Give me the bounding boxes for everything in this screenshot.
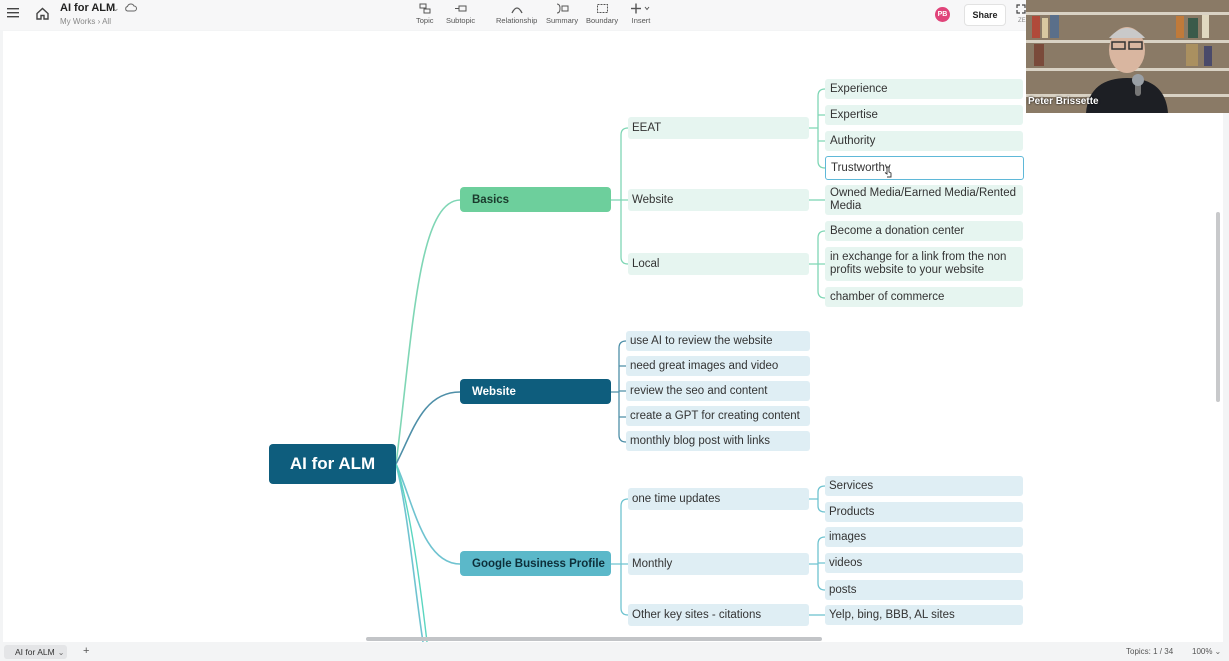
leaf-expertise[interactable]: Expertise bbox=[825, 105, 1023, 125]
subtopic-monthly[interactable]: Monthly bbox=[628, 553, 809, 575]
leaf-posts[interactable]: posts bbox=[825, 580, 1023, 600]
leaf-create-gpt[interactable]: create a GPT for creating content bbox=[626, 406, 810, 426]
topic-website[interactable]: Website bbox=[460, 379, 611, 404]
topic-google-business-profile[interactable]: Google Business Profile bbox=[460, 551, 611, 576]
leaf-authority[interactable]: Authority bbox=[825, 131, 1023, 151]
zoom-level[interactable]: 100%⌄ bbox=[1192, 647, 1221, 656]
topics-count: Topics: 1 / 34 bbox=[1126, 647, 1174, 656]
leaf-services[interactable]: Services bbox=[825, 476, 1023, 496]
leaf-experience[interactable]: Experience bbox=[825, 79, 1023, 99]
subtopic-website[interactable]: Website bbox=[628, 189, 809, 211]
cloud-icon bbox=[125, 3, 137, 12]
zen-mode-icon[interactable] bbox=[1016, 4, 1026, 14]
summary-button[interactable]: Summary bbox=[546, 3, 578, 25]
subtopic-icon bbox=[454, 5, 467, 12]
summary-icon bbox=[557, 3, 569, 14]
leaf-owned-media[interactable]: Owned Media/Earned Media/Rented Media bbox=[825, 185, 1023, 215]
leaf-review-website[interactable]: use AI to review the website bbox=[626, 331, 810, 351]
boundary-label: Boundary bbox=[586, 16, 619, 25]
chevron-down-icon: ⌄ bbox=[57, 648, 65, 657]
insert-label: Insert bbox=[631, 16, 651, 25]
participant-video-icon bbox=[1032, 15, 1212, 113]
relationship-label: Relationship bbox=[496, 16, 538, 25]
leaf-images[interactable]: images bbox=[825, 527, 1023, 547]
topic-label: Topic bbox=[416, 16, 434, 25]
chevron-down-icon: ⌄ bbox=[1214, 647, 1222, 656]
zoom-value: 100% bbox=[1192, 647, 1213, 656]
status-bar bbox=[0, 642, 1229, 661]
horizontal-scrollbar[interactable] bbox=[366, 637, 822, 641]
mouse-cursor-icon bbox=[884, 166, 892, 178]
summary-label: Summary bbox=[546, 16, 579, 25]
video-call-tile: Peter Brissette bbox=[1026, 0, 1229, 113]
relationship-icon bbox=[511, 7, 523, 14]
home-icon[interactable] bbox=[36, 7, 49, 20]
relationship-button[interactable]: Relationship bbox=[496, 3, 537, 25]
subtopic-eeat[interactable]: EEAT bbox=[628, 117, 809, 139]
participant-name: Peter Brissette bbox=[1028, 96, 1099, 107]
subtopic-one-time-updates[interactable]: one time updates bbox=[628, 488, 809, 510]
add-sheet-button[interactable]: + bbox=[83, 645, 90, 657]
bookshelf bbox=[1026, 12, 1229, 15]
zen-mode-label: ZE bbox=[1018, 18, 1026, 24]
subtopic-local[interactable]: Local bbox=[628, 253, 809, 275]
subtopic-citations[interactable]: Other key sites - citations bbox=[628, 604, 809, 626]
leaf-chamber-of-commerce[interactable]: chamber of commerce bbox=[825, 287, 1023, 307]
menu-icon[interactable] bbox=[7, 7, 19, 18]
leaf-donation-center[interactable]: Become a donation center bbox=[825, 221, 1023, 241]
leaf-monthly-blog[interactable]: monthly blog post with links bbox=[626, 431, 810, 451]
sheet-tab[interactable]: AI for ALM⌄ bbox=[4, 645, 67, 659]
leaf-yelp-bing-bbb[interactable]: Yelp, bing, BBB, AL sites bbox=[825, 605, 1023, 625]
mindmap-canvas[interactable]: AI for ALM Basics EEAT Website Local Exp… bbox=[3, 31, 1223, 642]
document-title[interactable]: AI for ALM bbox=[60, 2, 116, 14]
subtopic-button[interactable]: Subtopic bbox=[446, 3, 475, 25]
insert-button[interactable]: Insert bbox=[630, 3, 652, 25]
leaf-exchange-link[interactable]: in exchange for a link from the non prof… bbox=[825, 247, 1023, 281]
vertical-scrollbar[interactable] bbox=[1216, 212, 1220, 402]
subtopic-label: Subtopic bbox=[446, 16, 476, 25]
avatar[interactable]: PB bbox=[935, 7, 950, 22]
boundary-icon bbox=[596, 4, 608, 13]
plus-icon bbox=[631, 3, 650, 14]
sheet-tab-label: AI for ALM bbox=[15, 647, 55, 657]
topic-basics[interactable]: Basics bbox=[460, 187, 611, 212]
chevron-down-icon[interactable]: ⌄ bbox=[112, 3, 120, 13]
topic-button[interactable]: Topic bbox=[416, 3, 434, 25]
breadcrumb[interactable]: My Works › All bbox=[60, 17, 111, 26]
share-button[interactable]: Share bbox=[964, 4, 1006, 26]
leaf-products[interactable]: Products bbox=[825, 502, 1023, 522]
leaf-seo-content[interactable]: review the seo and content bbox=[626, 381, 810, 401]
leaf-images-video[interactable]: need great images and video bbox=[626, 356, 810, 376]
boundary-button[interactable]: Boundary bbox=[586, 3, 618, 25]
root-topic[interactable]: AI for ALM bbox=[269, 444, 396, 484]
topic-icon bbox=[419, 3, 431, 14]
leaf-videos[interactable]: videos bbox=[825, 553, 1023, 573]
connector-lines bbox=[395, 88, 826, 642]
leaf-trustworthy[interactable]: Trustworthy bbox=[825, 156, 1024, 180]
